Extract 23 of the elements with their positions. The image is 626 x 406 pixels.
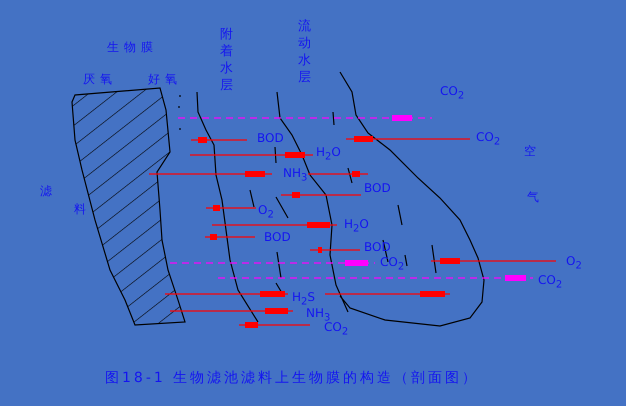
substance-label: O$_{2}$ (566, 254, 582, 274)
substance-label: CO$_{2}$ (476, 130, 500, 150)
region-label: 厌氧 (83, 72, 117, 86)
substance-label: O$_{2}$ (258, 203, 274, 222)
substance-label: CO$_{2}$ (538, 273, 562, 292)
substance-label: BOD (264, 230, 291, 244)
substance-label: NH$_{3}$ (283, 166, 308, 186)
substance-label: CO$_{2}$ (380, 255, 404, 274)
substance-label: BOD (257, 131, 284, 145)
region-label: 好氧 (148, 72, 182, 86)
substance-label: CO$_{2}$ (440, 84, 464, 104)
figure-caption: 图18-1 生物滤池滤料上生物膜的构造（剖面图） (105, 369, 480, 387)
region-label: 滤 (40, 184, 57, 198)
region-label: 空 (524, 144, 541, 158)
substance-label: BOD (364, 181, 391, 195)
substance-label: H$_{2}$O (316, 145, 341, 164)
layer-label: 附着水层 (220, 26, 234, 94)
layer-label: 生物膜 (107, 40, 158, 54)
region-label: 料 (74, 202, 91, 216)
substance-label: H$_{2}$O (344, 217, 369, 236)
region-label: 气 (527, 190, 544, 204)
substance-label: H$_{2}$S (292, 290, 316, 308)
layer-label: 流动水层 (298, 18, 312, 86)
